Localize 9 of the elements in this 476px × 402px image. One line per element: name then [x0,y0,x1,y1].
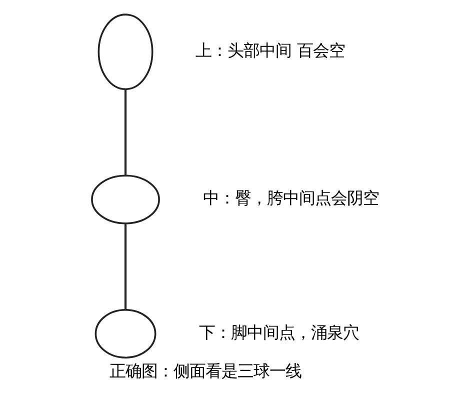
node-label: 中：臀，胯中间点会阴空 [202,188,379,208]
node-label: 下：脚中间点，涌泉穴 [198,322,359,342]
node-ellipse [90,174,160,224]
node-label: 上：头部中间 百会空 [195,41,344,60]
connector [124,224,126,310]
connector [124,90,126,176]
node-ellipse [94,308,156,358]
node-ellipse [97,14,153,90]
caption: 正确图：侧面看是三球一线 [108,362,301,381]
